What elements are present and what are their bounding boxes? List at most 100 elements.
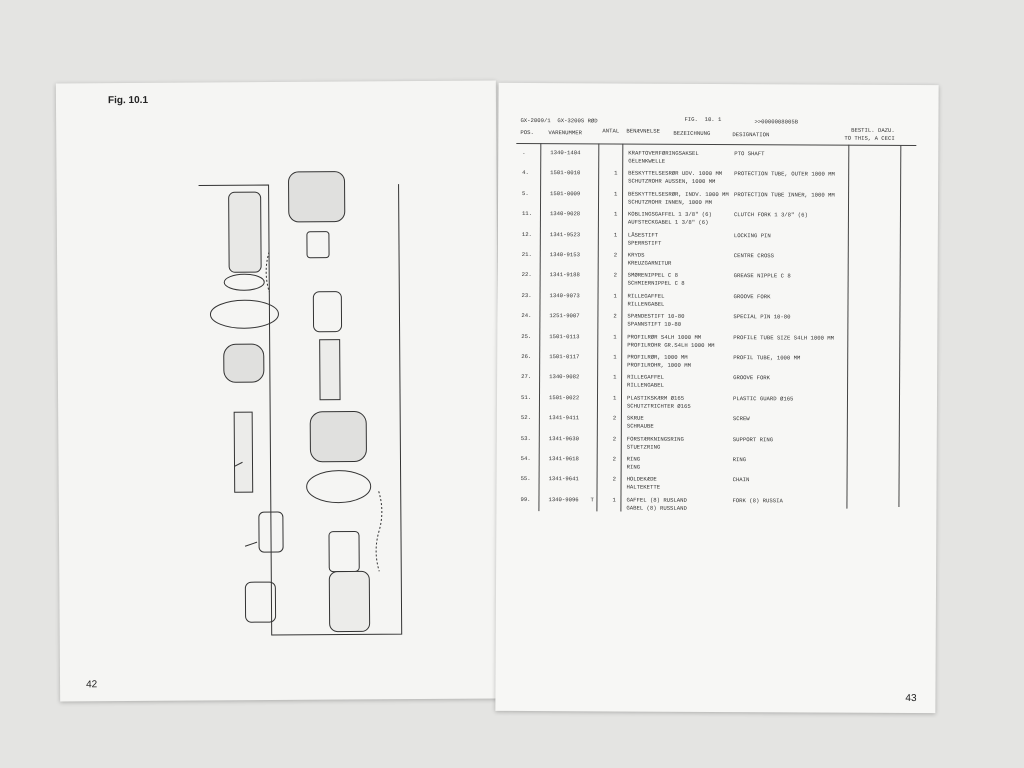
name-danish: RILLEGAFFEL xyxy=(627,373,665,382)
pos: 11. xyxy=(521,210,533,218)
name-german: RILLENGABEL xyxy=(627,381,665,390)
quantity: 1 xyxy=(614,190,618,198)
designation: SPECIAL PIN 10-80 xyxy=(733,313,791,321)
fig-header: FIG. 10. 1 xyxy=(684,115,722,124)
name-danish: HOLDEKÆDE xyxy=(626,475,657,484)
part-number: 1340-9096 xyxy=(548,495,579,504)
name-german: SPANNSTIFT 10-80 xyxy=(627,320,682,328)
designation: PROFIL TUBE, 1000 MM xyxy=(733,354,801,362)
col-designation: DESIGNATION xyxy=(732,131,770,139)
designation: PROTECTION TUBE INNER, 1000 MM xyxy=(734,190,835,199)
right-page: GX-2009/1 GX-3200S RØD FIG. 10. 1 >>0000… xyxy=(495,82,939,714)
quantity: 1 xyxy=(612,496,616,504)
pos: 55. xyxy=(520,475,531,483)
quantity: 2 xyxy=(613,312,617,320)
designation: PROFILE TUBE SIZE S4LH 1000 MM xyxy=(733,333,835,342)
quantity: 1 xyxy=(614,169,618,177)
part-number: 1501-0022 xyxy=(548,393,580,402)
part-number: 1341-9630 xyxy=(548,434,580,442)
pos: 25. xyxy=(521,332,532,340)
pos: 27. xyxy=(521,373,532,381)
designation: SCREW xyxy=(732,415,750,423)
quantity: 2 xyxy=(613,271,618,279)
designation: PLASTIC GUARD Ø165 xyxy=(732,394,794,403)
name-german: PROFILROHR, 1000 MM xyxy=(627,361,691,369)
designation: GREASE NIPPLE C 8 xyxy=(733,272,791,280)
designation: GROOVE FORK xyxy=(733,292,771,301)
part-number: 1340-9082 xyxy=(549,373,580,381)
part-number: 1340-1404 xyxy=(550,149,581,157)
pos: 22. xyxy=(521,271,532,279)
part-number: 1501-0009 xyxy=(550,189,581,198)
quantity: 2 xyxy=(612,455,617,463)
quantity: 1 xyxy=(612,394,617,402)
quantity: 1 xyxy=(613,333,617,341)
part-number: 1251-9007 xyxy=(549,312,580,320)
col-benaevnelse: BENÆVNELSE xyxy=(626,127,660,135)
part-number: 1341-9641 xyxy=(548,475,579,483)
name-german: SCHUTZTRICHTER Ø165 xyxy=(626,402,691,410)
page-number: 42 xyxy=(86,679,98,691)
name-danish: SKRUE xyxy=(626,414,644,422)
part-number: 1340-9153 xyxy=(549,251,580,259)
name-german: SCHUTZROHR INNEN, 1000 MM xyxy=(628,198,712,206)
part-number: 1340-9028 xyxy=(549,210,581,218)
part-number: 1341-9523 xyxy=(549,230,581,238)
designation: CHAIN xyxy=(732,476,750,484)
designation: CLUTCH FORK 1 3/8" (6) xyxy=(733,211,808,219)
pos: 51. xyxy=(520,393,532,401)
name-german: RING xyxy=(626,463,641,471)
quantity: 1 xyxy=(613,210,618,218)
name-german: PROFILROHR GR.S4LH 1000 MM xyxy=(627,341,715,349)
quantity: 1 xyxy=(613,373,617,381)
part-number: 1501-0117 xyxy=(549,353,580,361)
part-number: 1501-0010 xyxy=(550,169,581,177)
name-danish: KRYDS xyxy=(627,251,645,259)
pos: 53. xyxy=(520,434,531,442)
pos: 26. xyxy=(521,352,532,361)
designation: FORK (8) RUSSIA xyxy=(732,496,783,505)
name-german: SCHRAUBE xyxy=(626,422,654,430)
pos: 52. xyxy=(520,414,531,422)
left-page: Fig. 10.1 42 xyxy=(55,80,501,702)
flag: T xyxy=(590,496,594,504)
pos: 24. xyxy=(521,312,532,320)
designation: GROOVE FORK xyxy=(733,374,771,382)
pos: 12. xyxy=(521,230,532,238)
page-number: 43 xyxy=(905,692,917,705)
name-german: GABEL (8) RUSSLAND xyxy=(626,504,687,512)
col-antal: ANTAL xyxy=(602,127,620,135)
name-german: STUETZRING xyxy=(626,443,661,451)
name-german: SPERRSTIFT xyxy=(627,239,662,247)
col-varenummer: VARENUMMER xyxy=(548,129,582,137)
name-german: RILLENGABEL xyxy=(627,300,665,308)
name-german: KREUZGARNITUR xyxy=(627,259,672,267)
part-number: 1341-9618 xyxy=(548,455,579,463)
col-pos: POS. xyxy=(520,128,534,137)
quantity: 2 xyxy=(612,475,616,483)
name-german: SCHUTZROHR AUSSEN, 1000 MM xyxy=(628,177,716,186)
col-bestil: BESTIL. DAZU. TO THIS, A CECI xyxy=(844,126,895,142)
table-row: 27. 1340-9082 1 RILLEGAFFEL GROOVE FORK RILLE… xyxy=(497,373,937,395)
model-header: GX-2009/1 GX-3200S RØD xyxy=(520,116,598,125)
designation: PTO SHAFT xyxy=(734,150,765,158)
pos: 21. xyxy=(521,250,532,259)
name-danish: RING xyxy=(626,455,641,463)
designation: SUPPORT RING xyxy=(732,435,774,443)
pos: . xyxy=(522,148,526,156)
